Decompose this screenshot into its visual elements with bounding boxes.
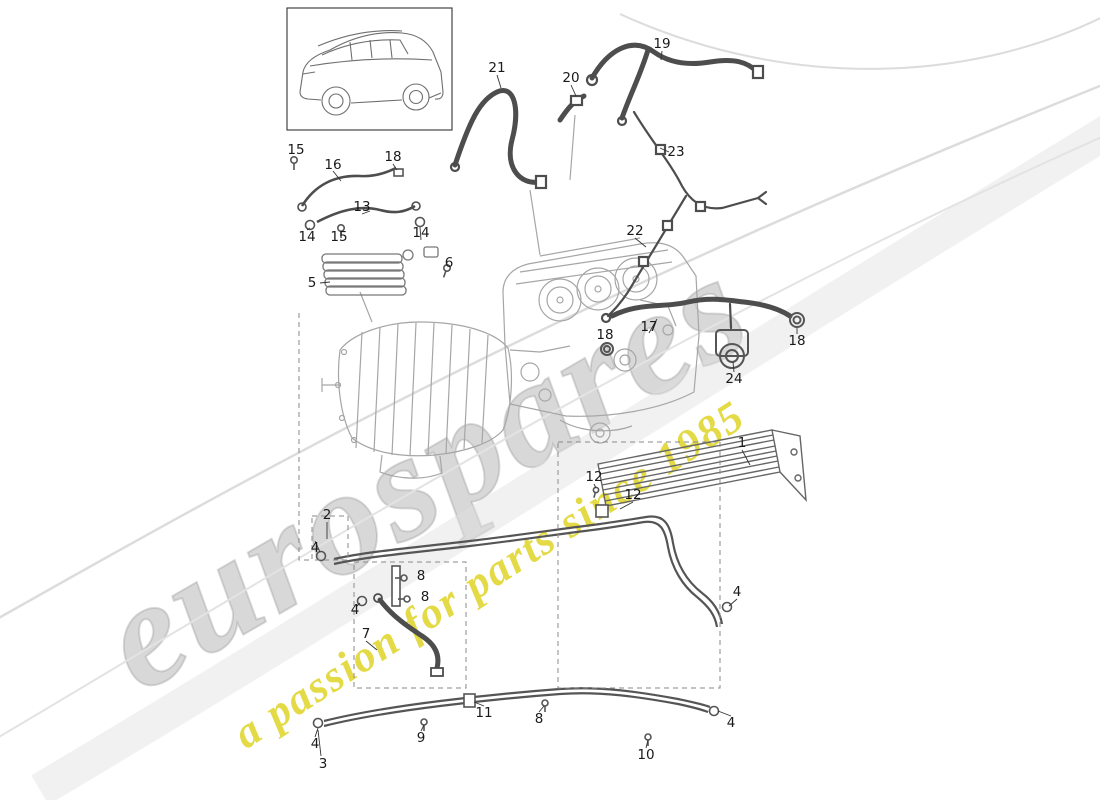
callout-6: 6 <box>444 255 454 271</box>
callout-5: 5 <box>307 275 317 291</box>
dashed-reference-boxes <box>298 313 721 689</box>
callout-9: 9 <box>416 730 426 746</box>
oil-cooler-part1 <box>597 429 807 507</box>
coolant-hoses <box>449 42 793 330</box>
pump-part24 <box>715 329 749 369</box>
callout-2: 2 <box>322 507 332 523</box>
cooler-pipes-bottom <box>323 687 711 728</box>
callout-4e: 4 <box>726 715 736 731</box>
callout-18c: 18 <box>788 333 806 349</box>
callout-24: 24 <box>725 371 743 387</box>
callout-18a: 18 <box>384 149 402 165</box>
callout-12b: 12 <box>624 487 642 503</box>
pipe-23-path <box>632 110 768 210</box>
callout-14b: 14 <box>412 225 430 241</box>
callout-15b: 15 <box>330 229 348 245</box>
callout-19: 19 <box>653 36 671 52</box>
callout-12a: 12 <box>585 469 603 485</box>
callout-10: 10 <box>637 747 655 763</box>
callout-21: 21 <box>488 60 506 76</box>
callout-18b: 18 <box>596 327 614 343</box>
callout-1: 1 <box>737 435 747 451</box>
hose-part7 <box>373 593 444 677</box>
heat-exchanger-part5 <box>321 246 439 296</box>
car-thumbnail <box>286 7 453 131</box>
callout-4b: 4 <box>350 602 360 618</box>
callout-8c: 8 <box>534 711 544 727</box>
callout-8b: 8 <box>420 589 430 605</box>
callout-23: 23 <box>667 144 685 160</box>
callout-3: 3 <box>318 756 328 772</box>
callout-13: 13 <box>353 199 371 215</box>
swoosh-graphic <box>0 13 1100 800</box>
callout-leader-lines <box>306 50 798 757</box>
callout-4a: 4 <box>310 540 320 556</box>
callout-8a: 8 <box>416 568 426 584</box>
callout-14a: 14 <box>298 229 316 245</box>
callout-11: 11 <box>475 705 493 721</box>
hose-21-path <box>452 88 543 185</box>
callout-15: 15 <box>287 142 305 158</box>
cooler-pipes-mid <box>333 504 724 628</box>
hose-16-path <box>300 166 397 207</box>
callout-17: 17 <box>640 319 658 335</box>
callout-4c: 4 <box>732 584 742 600</box>
fitting-18-icons <box>393 168 805 356</box>
callout-16: 16 <box>324 157 342 173</box>
hose-19-branch <box>619 47 651 121</box>
hose-13-path <box>316 204 416 224</box>
callout-7: 7 <box>361 626 371 642</box>
callout-20: 20 <box>562 70 580 86</box>
callout-22: 22 <box>626 223 644 239</box>
hose-17-path <box>609 296 793 319</box>
callout-4d: 4 <box>310 736 320 752</box>
hoses-16-13 <box>297 166 421 224</box>
hose-19-path <box>589 42 760 81</box>
